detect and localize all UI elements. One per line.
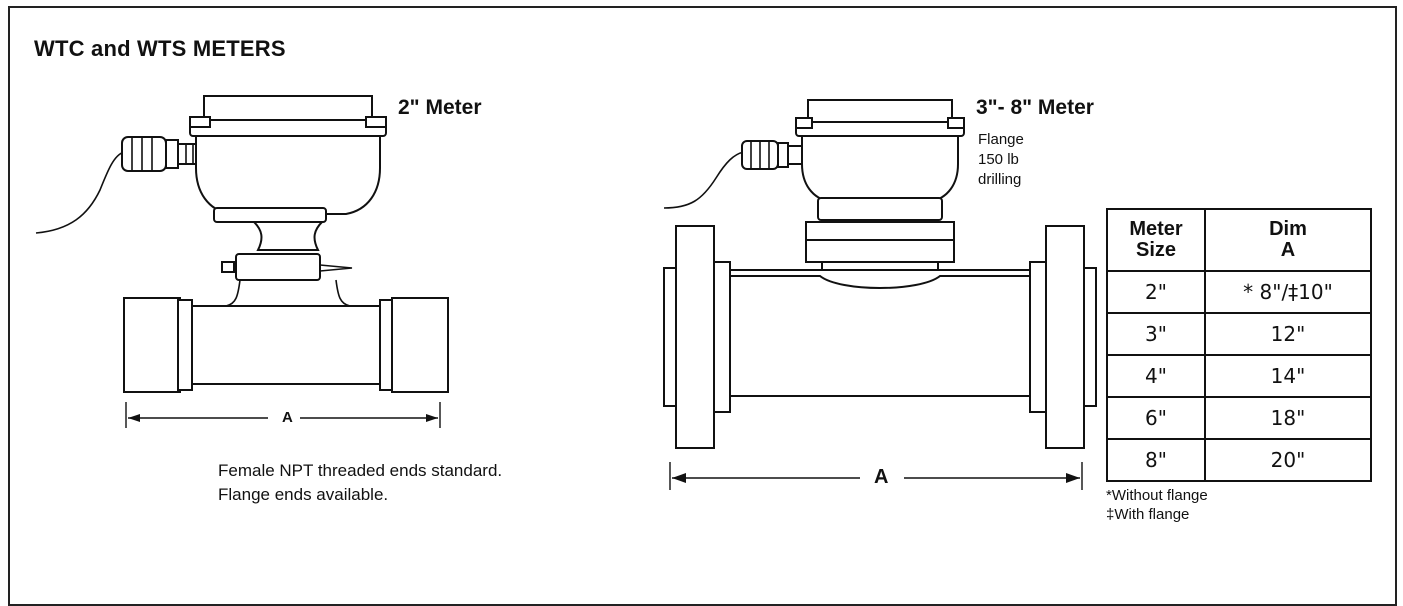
flange-note: Flange 150 lb drilling xyxy=(978,130,1024,190)
cell-size: 6" xyxy=(1106,396,1206,440)
cell-size: 3" xyxy=(1106,312,1206,356)
cell-size: 8" xyxy=(1106,438,1206,482)
large-meter-cable xyxy=(663,151,745,209)
small-meter-drawing xyxy=(35,95,449,428)
header-meter-size: Meter Size xyxy=(1106,208,1206,272)
cell-dim: 20" xyxy=(1204,438,1372,482)
cell-dim: 18" xyxy=(1204,396,1372,440)
small-meter-label: 2" Meter xyxy=(398,96,482,119)
cell-size: 2" xyxy=(1106,270,1206,314)
small-meter-neck xyxy=(251,221,325,251)
table-row: 4" 14" xyxy=(1106,354,1372,398)
header-meter-size-line1: Meter xyxy=(1129,218,1183,240)
small-meter-pipe xyxy=(187,305,385,385)
flange-note-line3: drilling xyxy=(978,171,1022,188)
small-meter-note: Female NPT threaded ends standard. Flang… xyxy=(218,459,502,507)
footnote-without-flange: *Without flange xyxy=(1106,487,1208,504)
small-meter-dim-label: A xyxy=(278,409,297,426)
small-meter-note-line1: Female NPT threaded ends standard. xyxy=(218,461,503,480)
cell-dim: 12" xyxy=(1204,312,1372,356)
small-meter-cable xyxy=(35,151,125,234)
small-meter-housing xyxy=(195,135,381,215)
large-meter-label: 3"- 8" Meter xyxy=(976,96,1094,119)
small-meter-right-end xyxy=(391,297,449,393)
header-meter-size-line2: Size xyxy=(1135,239,1177,261)
small-meter-note-line2: Flange ends available. xyxy=(218,485,389,504)
header-dim-a-line1: Dim xyxy=(1269,218,1307,240)
small-meter-mount xyxy=(235,253,321,281)
small-meter-gland-nut xyxy=(165,139,179,169)
table-row: 6" 18" xyxy=(1106,396,1372,440)
large-meter-housing xyxy=(801,135,959,203)
table-row: 2" * 8"/‡10" xyxy=(1106,270,1372,314)
table-header-row: Meter Size Dim A xyxy=(1106,208,1372,272)
header-dim-a: Dim A xyxy=(1204,208,1372,272)
footnote-with-flange: ‡With flange xyxy=(1106,506,1190,523)
header-dim-a-line2: A xyxy=(1280,239,1296,261)
table-footnotes: *Without flange ‡With flange xyxy=(1106,486,1208,524)
large-meter-dim-label: A xyxy=(868,466,895,489)
flange-note-line1: Flange xyxy=(978,131,1024,148)
large-meter-pipe xyxy=(729,275,1031,397)
large-meter-right-flange xyxy=(1045,225,1085,449)
small-meter-left-end xyxy=(123,297,181,393)
large-meter-left-flange xyxy=(675,225,715,449)
large-meter-mount xyxy=(805,221,955,241)
dimension-table: Meter Size Dim A 2" * 8"/‡10" 3" 12" 4" … xyxy=(1106,208,1372,482)
large-meter-drawing xyxy=(663,99,1097,490)
table-row: 8" 20" xyxy=(1106,438,1372,482)
meter-drawings xyxy=(35,95,1097,490)
page-title: WTC and WTS METERS xyxy=(34,36,286,61)
cell-dim: * 8"/‡10" xyxy=(1204,270,1372,314)
cell-dim: 14" xyxy=(1204,354,1372,398)
flange-note-line2: 150 lb xyxy=(978,151,1019,168)
cell-size: 4" xyxy=(1106,354,1206,398)
small-meter-gland xyxy=(121,136,167,172)
table-row: 3" 12" xyxy=(1106,312,1372,356)
